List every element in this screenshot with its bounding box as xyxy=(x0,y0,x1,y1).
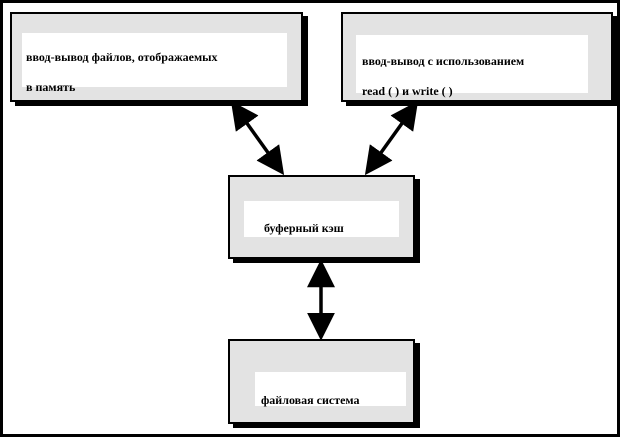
read-write-io-line-1: ввод-вывод с использованием xyxy=(362,54,525,68)
arrow-rw-cache xyxy=(364,100,419,176)
buffer-cache-line-1: буферный кэш xyxy=(264,221,344,235)
mmap-io-label: ввод-вывод файлов, отображаемых в память xyxy=(22,33,287,94)
read-write-io-line-2: read ( ) и write ( ) xyxy=(362,84,453,98)
mmap-io-line-2: в память xyxy=(26,80,76,94)
read-write-io-label: ввод-вывод с использованием read ( ) и w… xyxy=(356,35,588,98)
file-system-label: файловая система xyxy=(255,372,406,407)
read-write-io-box: ввод-вывод с использованием read ( ) и w… xyxy=(341,12,613,102)
file-system-box: файловая система xyxy=(228,339,415,424)
arrow-mmap-cache xyxy=(230,100,285,176)
buffer-cache-box: буферный кэш xyxy=(228,175,415,259)
buffer-cache-label: буферный кэш xyxy=(244,201,399,237)
mmap-io-box: ввод-вывод файлов, отображаемых в память xyxy=(10,12,303,102)
file-system-line-1: файловая система xyxy=(261,393,360,407)
mmap-io-line-1: ввод-вывод файлов, отображаемых xyxy=(26,50,218,64)
